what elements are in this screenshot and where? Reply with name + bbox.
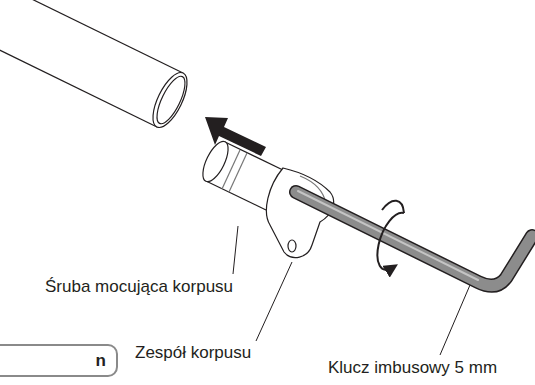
- box-text: n: [86, 351, 116, 371]
- part-label: Śruba mocująca korpusu: [45, 277, 233, 297]
- tube: [0, 0, 194, 132]
- hex-key: [296, 191, 532, 286]
- rotation-arrow: [377, 201, 404, 270]
- part-label: Zespół korpusu: [135, 343, 251, 363]
- part-label: Klucz imbusowy 5 mm: [328, 358, 497, 378]
- step-box: n: [0, 344, 118, 377]
- leader-lines: [233, 226, 470, 355]
